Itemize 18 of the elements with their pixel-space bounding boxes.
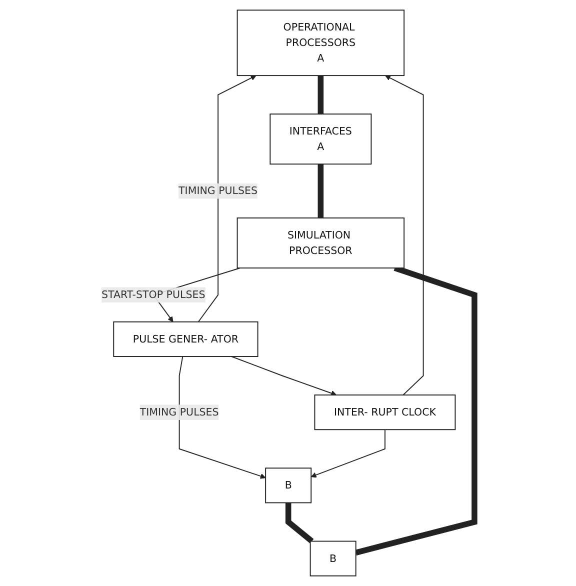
arrow [198,75,256,322]
node-box: B [310,540,356,576]
edge-label: TIMING PULSES [178,184,258,197]
arrow [310,429,386,478]
connector [285,502,314,544]
connector [318,164,324,218]
arrow [178,356,266,479]
node-box: PULSE GENER- ATOR [113,321,258,357]
arrow [231,356,337,396]
node-box: INTER- RUPT CLOCK [314,394,456,430]
node-box: OPERATIONAL PROCESSORS A [236,10,405,76]
node-box: SIMULATION PROCESSOR [236,217,405,268]
connector [318,76,324,114]
node-box: B [265,468,312,504]
arrow [385,75,424,396]
node-box: INTERFACES A [270,114,372,165]
edge-label: START-STOP PULSES [102,288,206,301]
edge-label: TIMING PULSES [140,406,219,418]
